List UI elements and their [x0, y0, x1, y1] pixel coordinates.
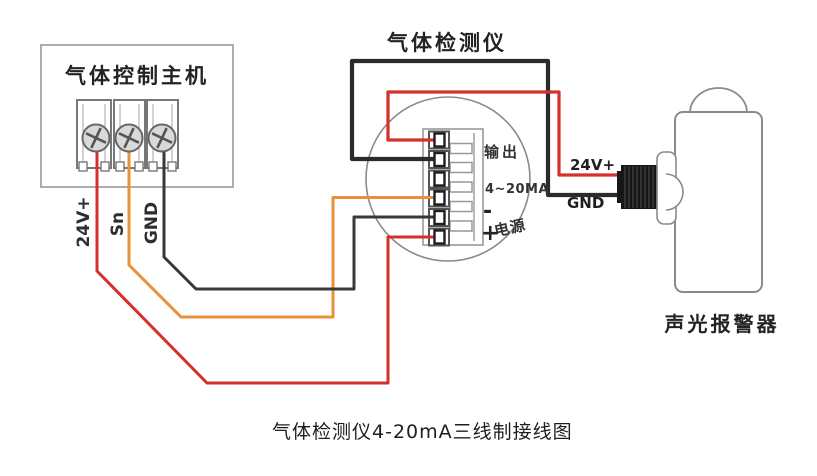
alarm-wire-label-24v: 24V+	[570, 156, 616, 174]
detector-terminal-screws	[433, 132, 446, 245]
wire-host-24v	[95, 142, 436, 385]
wire-host-sn	[127, 142, 436, 319]
alarm-body	[674, 111, 763, 293]
diagram-caption: 气体检测仪4-20mA三线制接线图	[272, 421, 573, 443]
detector-label-plus: +	[481, 221, 500, 246]
detector-title: 气体检测仪	[387, 31, 507, 55]
host-title: 气体控制主机	[65, 64, 209, 88]
host-wire-label-24v: 24V+	[74, 196, 94, 248]
wire-host-gnd	[162, 142, 436, 291]
alarm-cable-gland	[617, 151, 684, 225]
host-screw-icons	[81, 123, 177, 153]
detector-label-minus: -	[483, 199, 493, 224]
detector-label-output: 输出	[484, 143, 521, 161]
detector-terminal-strip	[422, 128, 484, 247]
host-wire-label-sn: Sn	[108, 211, 128, 237]
gland-lens	[665, 173, 684, 211]
wire-loop-24v	[386, 90, 623, 177]
alarm-title: 声光报警器	[664, 312, 780, 336]
alarm-wire-label-gnd: GND	[567, 194, 605, 212]
alarm-dome	[689, 87, 748, 114]
host-wire-label-gnd: GND	[142, 201, 162, 245]
detector-label-signal: 4~20MA	[485, 182, 550, 197]
wire-loop-gnd	[349, 58, 623, 198]
